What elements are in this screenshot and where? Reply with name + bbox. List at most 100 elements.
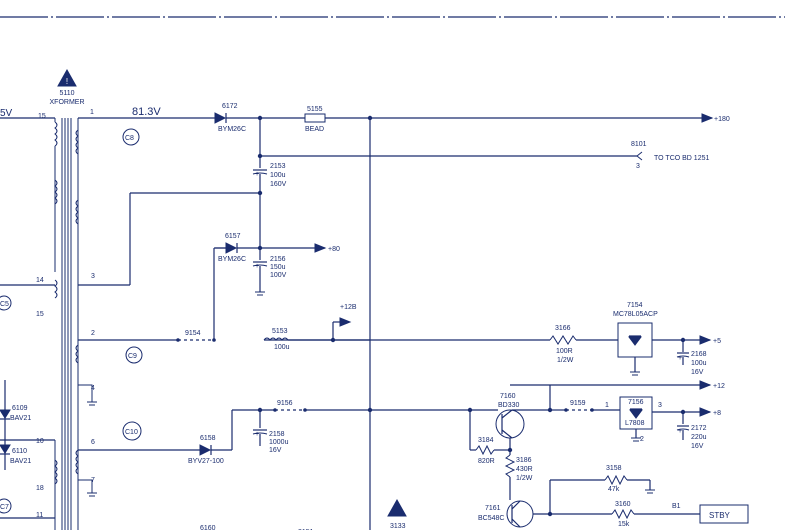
r3160-val: 15k bbox=[618, 521, 630, 528]
c2153-v2: 160V bbox=[270, 181, 287, 188]
arrow-12-icon bbox=[699, 380, 712, 390]
r3166-v1: 100R bbox=[556, 348, 573, 355]
stby-connector bbox=[699, 504, 749, 524]
pin-1: 1 bbox=[90, 109, 94, 116]
xformer-ref: 5110 bbox=[59, 90, 74, 97]
testpoint-c8-label: C8 bbox=[125, 135, 134, 142]
r3160-ref: 3160 bbox=[615, 501, 631, 508]
rail-180: 81.3V C8 6172 BYM26C 5155 BEAD +180 bbox=[78, 103, 730, 530]
testpoint-c10-label: C10 bbox=[125, 429, 138, 436]
d6157-type: BYM26C bbox=[218, 256, 246, 263]
r3186-ref: 3186 bbox=[516, 457, 532, 464]
rail-81-label: 81.3V bbox=[132, 106, 161, 118]
diodes-bav21: 6109 BAV21 6110 BAV21 C5 C7 bbox=[0, 295, 31, 514]
r3184-ref: 3184 bbox=[478, 437, 494, 444]
bottom-partial: 6160 3151 3133 bbox=[200, 498, 407, 530]
diode-6110-symbol bbox=[0, 444, 11, 454]
svg-text:+: + bbox=[255, 263, 259, 270]
left-voltage-label: 5V bbox=[0, 108, 13, 119]
svg-text:+: + bbox=[255, 431, 259, 438]
warning-triangle-bottom-icon bbox=[387, 498, 407, 517]
stby-label: STBY bbox=[709, 511, 731, 520]
ic7156-pin2: 2 bbox=[640, 436, 644, 443]
xformer-name: XFORMER bbox=[50, 99, 85, 106]
q7160-type: BD330 bbox=[498, 402, 520, 409]
r3186-v2: 1/2W bbox=[516, 475, 533, 482]
c2168-ref: 2168 bbox=[691, 351, 707, 358]
l5153-ref: 5153 bbox=[272, 328, 288, 335]
transistor-7161 bbox=[506, 500, 534, 528]
conn-8101-pin: 3 bbox=[636, 163, 640, 170]
pin-14: 14 bbox=[36, 277, 44, 284]
rail-12-regulator: 6158 BYV27-100 C10 9156 + 2158 1000u 16V… bbox=[78, 385, 721, 500]
r3133-label: 3133 bbox=[390, 523, 406, 530]
r3158-val: 47k bbox=[608, 486, 620, 493]
ic7156-pin3: 3 bbox=[658, 402, 662, 409]
c2172-ref: 2172 bbox=[691, 425, 707, 432]
rail-12: +12 bbox=[510, 380, 725, 390]
conn-8101-ref: 8101 bbox=[631, 141, 647, 148]
j9159-label: 9159 bbox=[570, 400, 586, 407]
bead-ref: 5155 bbox=[307, 106, 323, 113]
q7160-ref: 7160 bbox=[500, 393, 516, 400]
c2156-v2: 100V bbox=[270, 272, 287, 279]
r3166-ref: 3166 bbox=[555, 325, 571, 332]
svg-text:+: + bbox=[678, 428, 682, 435]
testpoint-c8 bbox=[122, 128, 140, 146]
diode-6158-symbol bbox=[199, 444, 212, 456]
c2156-ref: 2156 bbox=[270, 256, 286, 263]
arrow-12b-icon bbox=[339, 317, 352, 327]
pin-6: 6 bbox=[91, 439, 95, 446]
bead-5155-symbol bbox=[304, 113, 326, 123]
l5153-val: 100u bbox=[274, 344, 290, 351]
ic7154-type: MC78L05ACP bbox=[613, 311, 658, 318]
out-80-label: +80 bbox=[328, 246, 340, 253]
d6110-type: BAV21 bbox=[10, 458, 31, 465]
d6109-ref: 6109 bbox=[12, 405, 28, 412]
d6158-type: BYV27-100 bbox=[188, 458, 224, 465]
connector-8101: 8101 3 TO TCO BD 1251 bbox=[257, 118, 709, 170]
r3166-v2: 1/2W bbox=[557, 357, 574, 364]
svg-text:+: + bbox=[255, 171, 259, 178]
j9154-label: 9154 bbox=[185, 330, 201, 337]
standby-section: 7161 BC548C 3158 47k 3160 15k B1 STBY bbox=[478, 465, 749, 528]
testpoint-c10 bbox=[122, 421, 142, 441]
c2172-v1: 220u bbox=[691, 434, 707, 441]
out-8-label: +8 bbox=[713, 410, 721, 417]
b1-label: B1 bbox=[672, 503, 681, 510]
testpoint-c7-label: C7 bbox=[0, 504, 9, 511]
r3186-v1: 430R bbox=[516, 466, 533, 473]
j9156-label: 9156 bbox=[277, 400, 293, 407]
conn-8101-label: TO TCO BD 1251 bbox=[654, 155, 709, 162]
pin-2: 2 bbox=[91, 330, 95, 337]
diode-6109-symbol bbox=[0, 409, 11, 419]
ic7156-type: L7808 bbox=[625, 420, 645, 427]
c2158-v2: 16V bbox=[269, 447, 282, 454]
q7161-ref: 7161 bbox=[485, 505, 501, 512]
pin-10: 10 bbox=[36, 438, 44, 445]
pin-7: 7 bbox=[91, 477, 95, 484]
arrow-8v-icon bbox=[699, 407, 712, 417]
d6110-ref: 6110 bbox=[12, 448, 27, 455]
c2156-v1: 150u bbox=[270, 264, 286, 271]
ic7156-pin1: 1 bbox=[605, 402, 609, 409]
d6172-type: BYM26C bbox=[218, 126, 246, 133]
pin-3: 3 bbox=[91, 273, 95, 280]
pin-4: 4 bbox=[91, 385, 95, 392]
out-180-label: +180 bbox=[714, 116, 730, 123]
r3184-val: 820R bbox=[478, 458, 495, 465]
transistor-7160 bbox=[495, 409, 525, 439]
q7161-type: BC548C bbox=[478, 515, 504, 522]
pin-15-mid: 15 bbox=[36, 311, 44, 318]
bead-label: BEAD bbox=[305, 126, 324, 133]
out-5-label: +5 bbox=[713, 338, 721, 345]
arrow-5v-icon bbox=[699, 335, 712, 345]
testpoint-c7 bbox=[0, 498, 12, 514]
d6172-ref: 6172 bbox=[222, 103, 238, 110]
transformer-5110: ! 5110 XFORMER 15 1 14 3 15 2 4 10 6 7 1… bbox=[0, 68, 97, 530]
pin-15-top: 15 bbox=[38, 113, 46, 120]
r6160-label: 6160 bbox=[200, 525, 216, 530]
arrow-80-icon bbox=[314, 243, 327, 253]
ic7156-ref: 7156 bbox=[628, 399, 644, 406]
r3158-ref: 3158 bbox=[606, 465, 622, 472]
